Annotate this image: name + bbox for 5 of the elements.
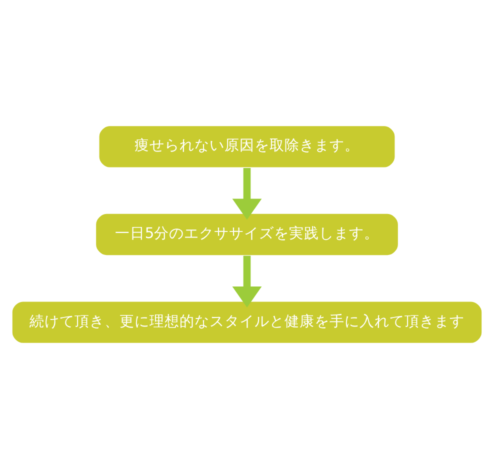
arrow [232, 168, 262, 220]
node-box: 痩せられない原因を取除きます。 [98, 124, 396, 168]
node-box: 続けて頂き、更に理想的なスタイルと健康を手に入れて頂きます [11, 300, 483, 344]
arrow [232, 255, 262, 308]
node-box: 一日5分のエクササイズを実践します。 [95, 212, 399, 256]
